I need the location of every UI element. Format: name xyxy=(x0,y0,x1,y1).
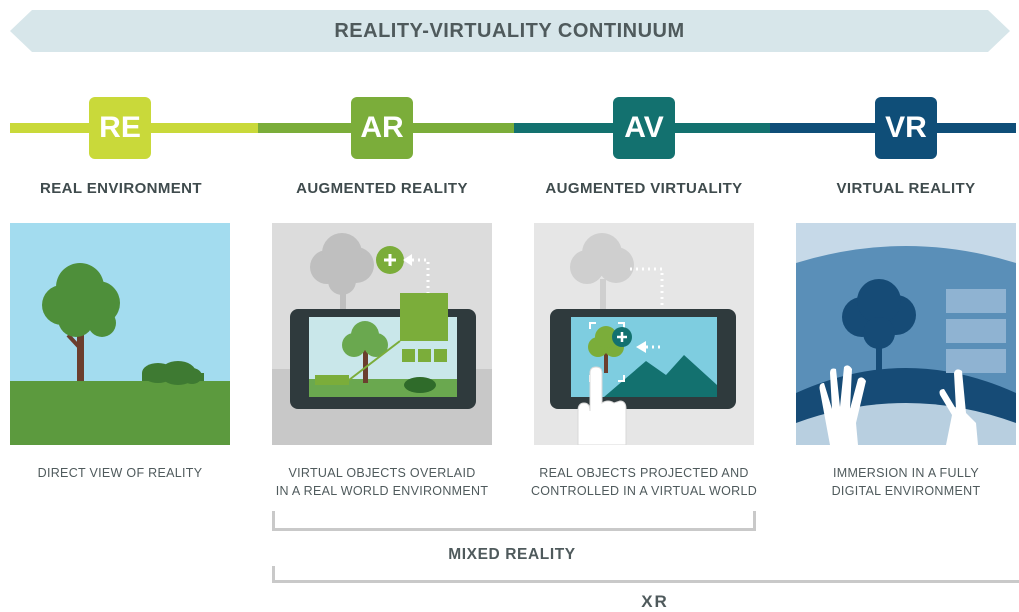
vr-title: VIRTUAL REALITY xyxy=(836,180,976,197)
continuum-banner xyxy=(10,10,1010,52)
vr-badge: VR xyxy=(875,97,937,159)
banner-title: REALITY-VIRTUALITY CONTINUUM xyxy=(334,20,685,42)
immersive-hands-icon xyxy=(796,223,1016,445)
tree-landscape-icon xyxy=(10,223,230,445)
re-description: DIRECT VIEW OF REALITY xyxy=(37,466,203,480)
mixed-reality-bracket xyxy=(272,511,756,531)
xr-bracket-line xyxy=(272,580,1019,583)
tablet-touch-icon xyxy=(534,223,754,445)
ar-badge: AR xyxy=(351,97,413,159)
av-description: REAL OBJECTS PROJECTED AND CONTROLLED IN… xyxy=(530,466,758,498)
ar-title: AUGMENTED REALITY xyxy=(296,180,468,197)
mixed-reality-label: MIXED REALITY xyxy=(448,546,576,563)
tablet-overlay-icon xyxy=(272,223,492,445)
re-title: REAL ENVIRONMENT xyxy=(40,180,202,197)
av-title: AUGMENTED VIRTUALITY xyxy=(545,180,743,197)
av-badge: AV xyxy=(613,97,675,159)
re-badge: RE xyxy=(89,97,151,159)
xr-label: XR xyxy=(641,592,669,611)
ar-description: VIRTUAL OBJECTS OVERLAID IN A REAL WORLD… xyxy=(275,466,489,498)
vr-description: IMMERSION IN A FULLY DIGITAL ENVIRONMENT xyxy=(831,466,981,498)
xr-bracket-left xyxy=(272,566,275,583)
